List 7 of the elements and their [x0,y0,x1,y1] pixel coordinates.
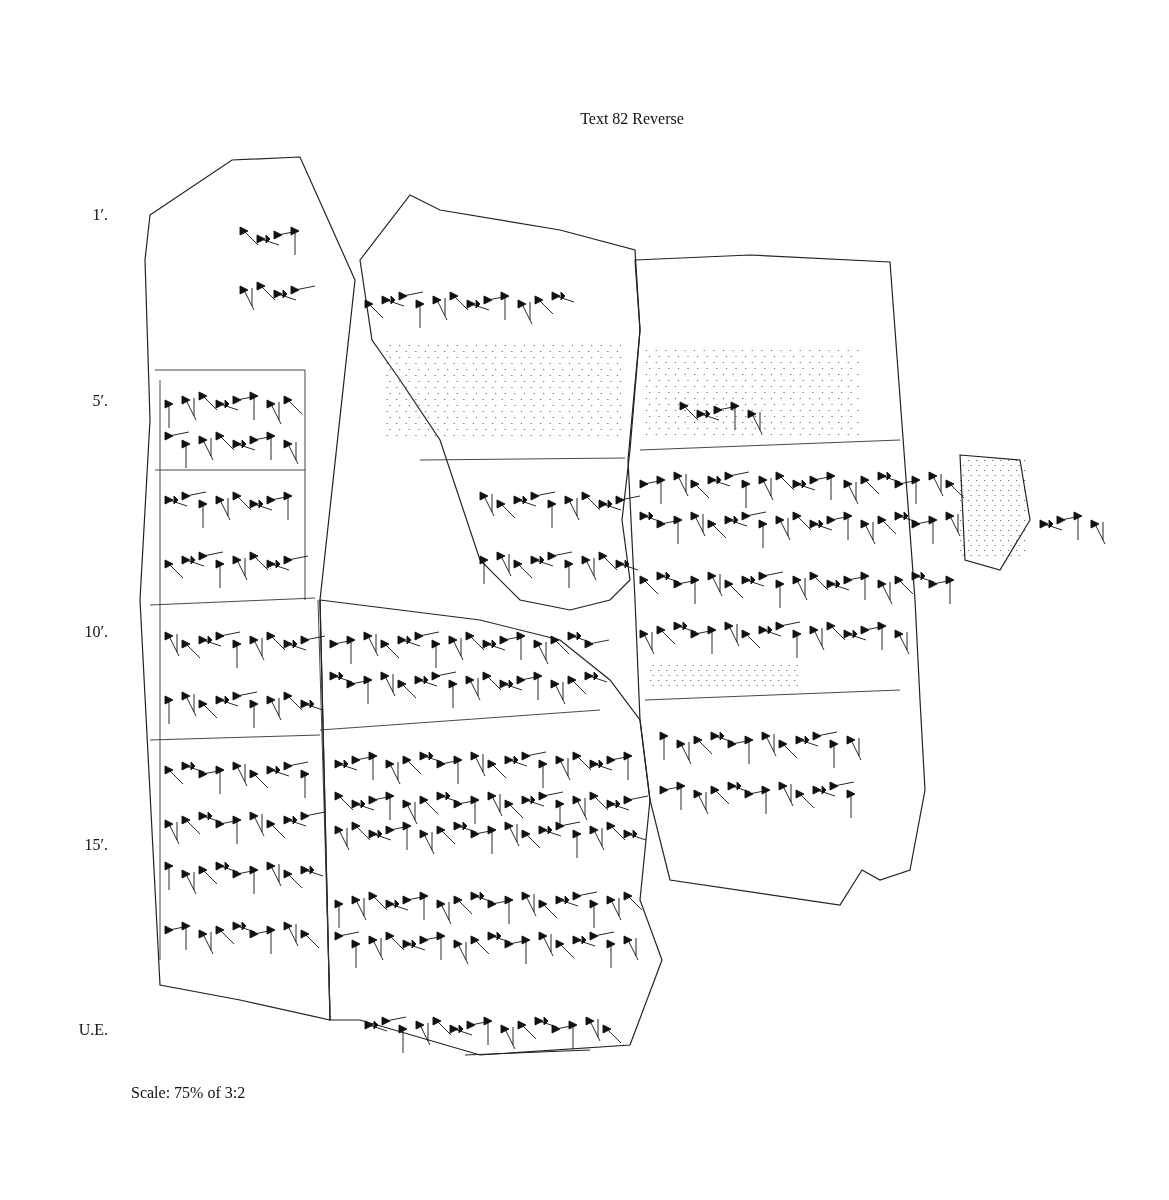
line-number: U.E. [78,1021,108,1039]
line-number: 1′. [92,206,108,224]
drawing-title: Text 82 Reverse [580,110,684,128]
line-number: 15′. [84,836,108,854]
line-number: 10′. [84,623,108,641]
line-number: 5′. [92,392,108,410]
scale-note: Scale: 75% of 3:2 [131,1084,246,1102]
